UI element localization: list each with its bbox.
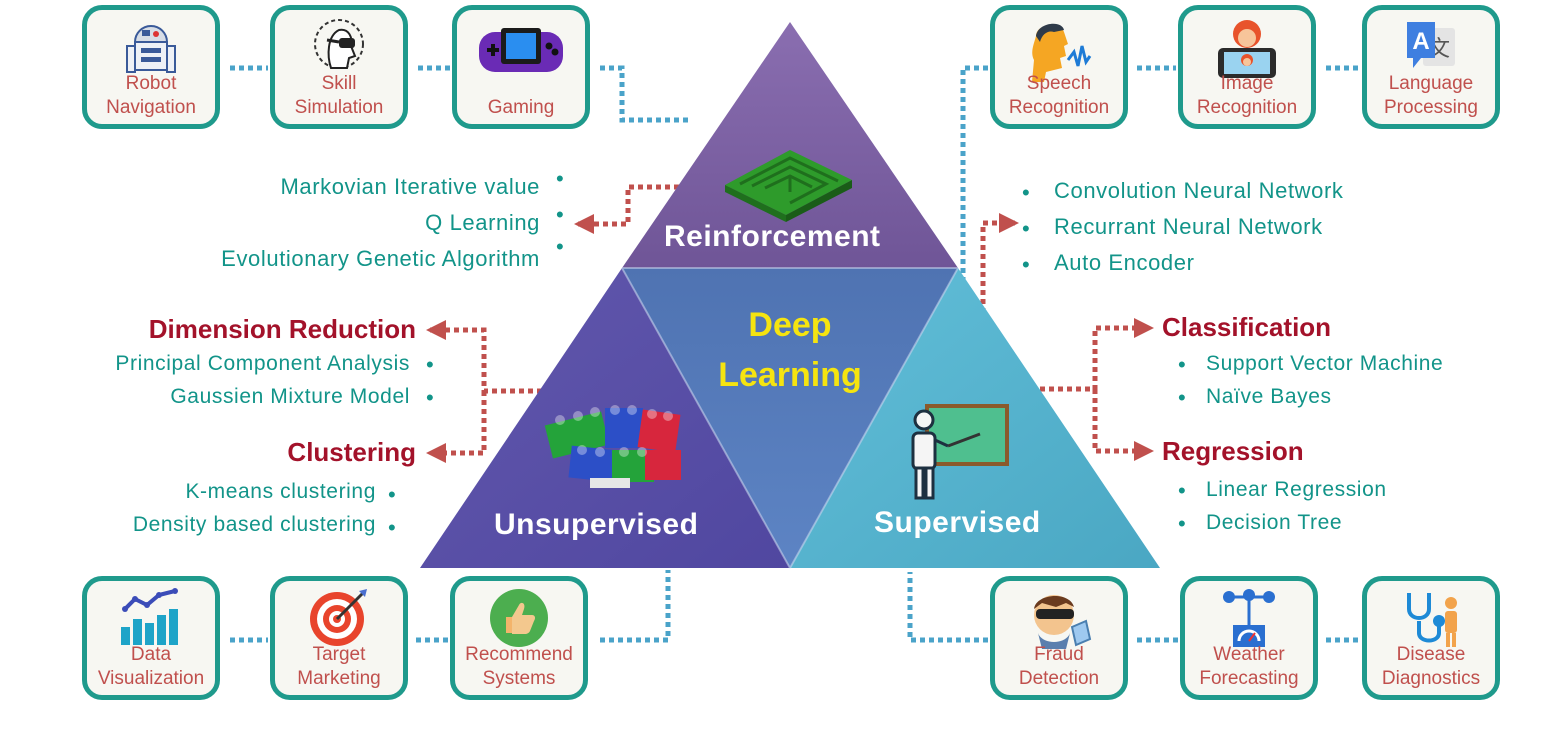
app-label: Gaming [487, 97, 555, 118]
method-svm: Support Vector Machine [1206, 352, 1444, 375]
deep-learning-label: Deep Learning [690, 300, 890, 400]
bullet: • [426, 352, 434, 377]
reinforcement-label: Reinforcement [664, 220, 881, 253]
connector-speech-triangle [888, 65, 988, 295]
thumbs-up-icon [455, 587, 583, 653]
dimension-reduction-heading: Dimension Reduction [148, 314, 416, 344]
robot-icon [87, 16, 215, 82]
arrow-classification [1040, 318, 1154, 392]
weather-station-icon [1185, 587, 1313, 653]
bullet: • [556, 234, 564, 259]
method-linear-regression: Linear Regression [1206, 478, 1387, 501]
connector-fraud-triangle [907, 572, 988, 643]
bullet: • [1178, 511, 1186, 536]
deep-learning-line2: Learning [718, 356, 862, 394]
arrow-clustering [426, 391, 487, 463]
method-decision-tree: Decision Tree [1206, 511, 1343, 534]
method-naive-bayes: Naïve Bayes [1206, 385, 1332, 408]
bullet: • [556, 202, 564, 227]
arrow-reinforcement-methods [574, 184, 688, 234]
method-pca: Principal Component Analysis [115, 352, 410, 375]
method-rnn: Recurrant Neural Network [1054, 214, 1323, 239]
bullet: • [556, 166, 564, 191]
image-recognition-icon [1183, 16, 1311, 82]
maze-icon [725, 150, 852, 222]
connector-gaming-triangle [600, 65, 690, 123]
bullet: • [1178, 352, 1186, 377]
gamepad-icon [457, 16, 585, 82]
reinforcement-segment [622, 22, 958, 268]
arrow-regression [1092, 389, 1154, 461]
deep-learning-segment [622, 268, 958, 568]
stethoscope-icon [1367, 587, 1495, 653]
method-evolutionary: Evolutionary Genetic Algorithm [221, 246, 540, 271]
app-gaming: Gaming [452, 5, 590, 129]
target-icon [275, 587, 403, 653]
bullet: • [388, 515, 396, 540]
method-density: Density based clustering [132, 513, 376, 536]
teacher-board-icon [911, 404, 1009, 500]
connector-recommend-triangle [600, 570, 671, 643]
vr-headset-icon [275, 16, 403, 82]
bullet: • [1022, 252, 1030, 277]
segment-dividers [621, 267, 959, 569]
bullet: • [388, 482, 396, 507]
bullet: • [1022, 180, 1030, 205]
supervised-label: Supervised [874, 506, 1041, 539]
method-markovian: Markovian Iterative value [280, 174, 540, 199]
bullet: • [1022, 216, 1030, 241]
method-kmeans: K-means clustering [185, 480, 376, 503]
regression-heading: Regression [1162, 436, 1304, 466]
bullet: • [1178, 385, 1186, 410]
unsupervised-label: Unsupervised [494, 508, 699, 541]
clustering-heading: Clustering [287, 437, 416, 467]
speech-icon [995, 16, 1123, 82]
method-cnn: Convolution Neural Network [1054, 178, 1344, 203]
bar-chart-icon [87, 587, 215, 653]
svg-text:A: A [1412, 28, 1429, 55]
lego-bricks-icon [544, 405, 681, 488]
bullet: • [426, 385, 434, 410]
method-auto-encoder: Auto Encoder [1054, 250, 1195, 275]
app-connectors [230, 65, 1362, 643]
arrow-dimension-reduction [426, 320, 542, 394]
fraud-icon [995, 587, 1123, 653]
method-gmm: Gaussien Mixture Model [170, 385, 410, 408]
method-q-learning: Q Learning [425, 210, 540, 235]
classification-heading: Classification [1162, 312, 1332, 342]
bullet: • [1178, 478, 1186, 503]
deep-learning-line1: Deep [748, 306, 832, 344]
